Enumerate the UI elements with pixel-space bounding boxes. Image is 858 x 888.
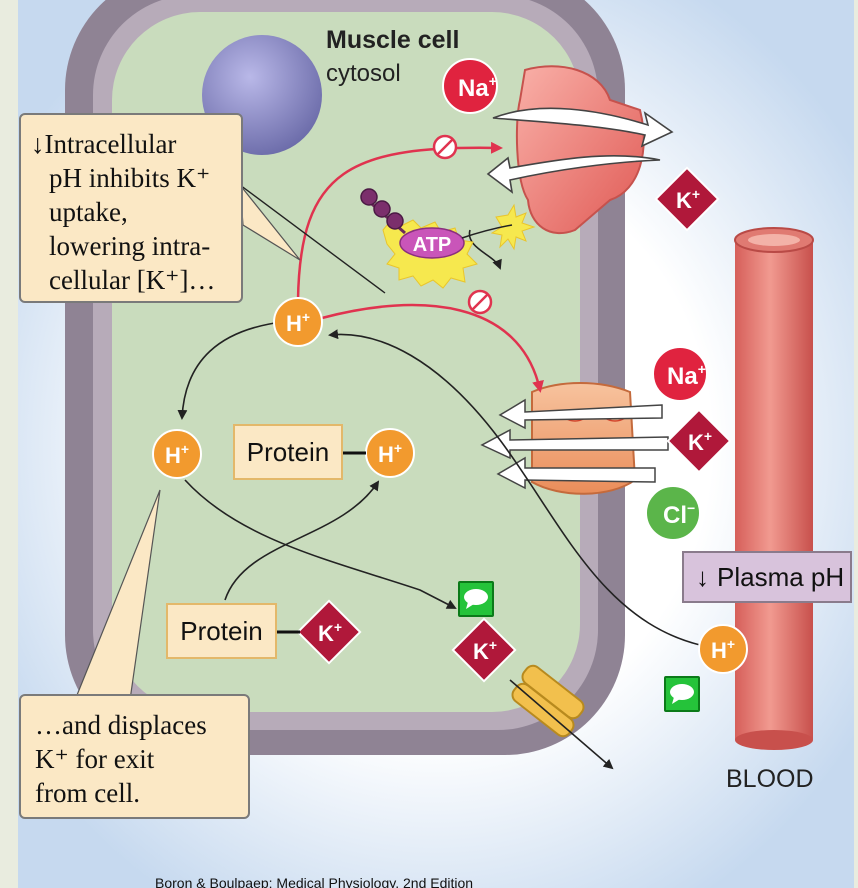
blood-label: BLOOD <box>726 765 814 793</box>
speech-bubble-icon <box>464 589 488 609</box>
h-blood-label: H+ <box>711 636 735 663</box>
callout-bottom-line-2: K⁺ for exit <box>35 744 155 774</box>
blood-vessel <box>734 227 814 750</box>
block-symbol-cotransporter <box>467 289 493 315</box>
k-protein-label: K+ <box>318 619 342 646</box>
cl-label: Cl− <box>663 500 695 529</box>
h-center-label: H+ <box>286 309 310 336</box>
comment-icon[interactable] <box>458 581 494 617</box>
protein-box-top: Protein <box>233 424 343 480</box>
k-cotransport-label: K+ <box>688 428 712 455</box>
callout-top-line-4: lowering intra- <box>49 231 211 261</box>
plasma-ph-label: ↓ Plasma pH <box>682 551 852 603</box>
callout-top-line-3: uptake, <box>49 197 128 227</box>
down-arrow-icon: ↓ <box>696 561 709 592</box>
h-ion-center <box>273 297 323 347</box>
callout-top-line-1: ↓Intracellular <box>31 129 177 159</box>
muscle-cell-title: Muscle cell <box>326 26 459 54</box>
credit-line: Boron & Boulpaep: Medical Physiology, 2n… <box>155 875 473 888</box>
na-ion-mid <box>652 346 708 402</box>
atp-label: ATP <box>413 234 452 256</box>
k-channel-label: K+ <box>473 637 497 664</box>
cl-ion <box>645 485 701 541</box>
k-ion-channel <box>451 617 517 683</box>
k-pump-label: K+ <box>676 186 700 213</box>
h-protein-label: H+ <box>378 440 402 467</box>
atp-molecule <box>360 188 536 289</box>
callout-top-line-2: pH inhibits K⁺ <box>49 163 211 193</box>
k-ion-cotransporter <box>666 408 732 474</box>
callout-bottom-line-1: …and displaces <box>35 710 207 740</box>
na-k-pump <box>486 65 674 235</box>
comment-icon[interactable] <box>664 676 700 712</box>
h-ion-blood <box>698 624 748 674</box>
protein-top-label: Protein <box>246 436 330 467</box>
na-mid-label: Na+ <box>667 361 706 390</box>
callout-bottom-line-3: from cell. <box>35 778 140 808</box>
na-k-cl-cotransporter <box>480 382 669 495</box>
cytosol-label: cytosol <box>326 60 401 87</box>
protein-bottom-label: Protein <box>180 615 263 646</box>
h-ion-left <box>152 429 202 479</box>
na-ion-top <box>442 58 498 114</box>
speech-bubble-icon <box>670 684 694 704</box>
h-left-label: H+ <box>165 441 189 468</box>
na-top-label: Na+ <box>458 73 497 102</box>
k-ion-protein <box>296 599 362 665</box>
k-ion-pump <box>654 166 720 232</box>
protein-box-bottom: Protein <box>166 603 277 659</box>
transport-arrows <box>177 229 701 770</box>
callout-top-line-5: cellular [K⁺]… <box>49 265 216 295</box>
plasma-ph-text: Plasma pH <box>717 561 845 592</box>
block-symbol-pump <box>432 134 458 160</box>
callout-displaces-k: …and displaces K⁺ for exit from cell. <box>19 694 250 819</box>
callout-intracellular-ph: ↓Intracellular pH inhibits K⁺ uptake, lo… <box>19 113 243 303</box>
